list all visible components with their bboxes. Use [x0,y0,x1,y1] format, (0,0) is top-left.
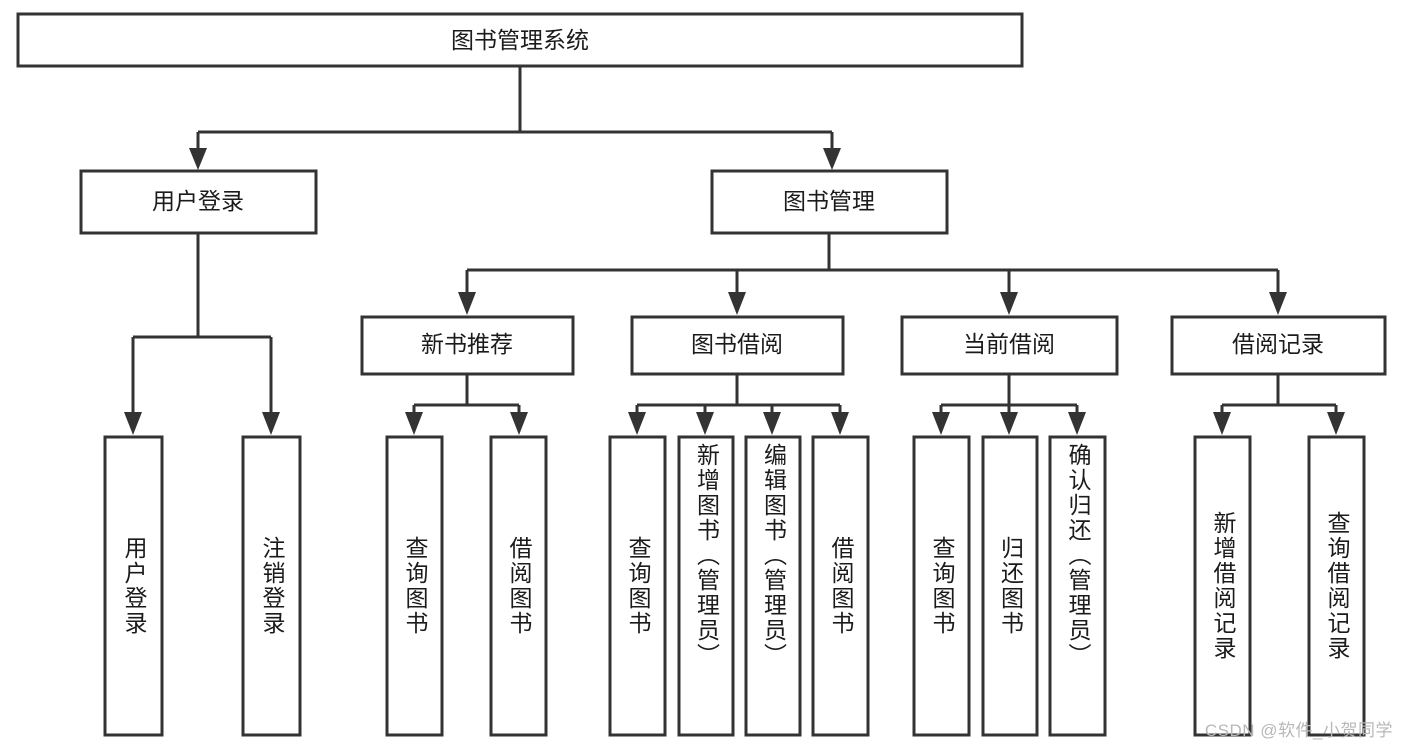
node-new-book-recommend-box[interactable] [360,315,575,376]
node-book-borrow[interactable]: 图书借阅 [630,315,845,376]
csdn-watermark: CSDN @软件_小贺同学 [1204,721,1393,740]
arrow-head-icon [1000,292,1018,315]
node-book-borrow-label: 图书借阅 [691,331,783,357]
arrow-head-icon [189,148,207,170]
node-leaf-query-book-2-box[interactable] [608,435,667,737]
node-root-box[interactable] [16,12,1024,68]
node-borrow-record-label: 借阅记录 [1232,331,1324,357]
arrow-head-icon [1000,412,1018,435]
node-book-management[interactable]: 图书管理 [710,169,949,235]
arrow-head-icon [1327,412,1345,435]
node-current-borrow-box[interactable] [900,315,1119,376]
connector-root-to-level2 [189,66,841,170]
node-current-borrow[interactable]: 当前借阅 [900,315,1119,376]
node-leaf-query-record-box[interactable] [1307,435,1366,737]
arrow-head-icon [823,148,841,170]
node-leaf-return-book-box[interactable] [981,435,1039,737]
arrow-head-icon [1213,412,1231,435]
connector-current-borrow-to-leaves [932,374,1086,435]
node-borrow-record[interactable]: 借阅记录 [1170,315,1387,376]
arrow-head-icon [1068,412,1086,435]
node-user-login-label: 用户登录 [152,188,244,214]
node-user-login[interactable]: 用户登录 [79,169,318,235]
connector-book-borrow-to-leaves [628,374,849,435]
arrow-head-icon [262,412,280,435]
arrow-head-icon [763,412,781,435]
node-leaf-add-record-box[interactable] [1193,435,1252,737]
node-leaf-query-book-1-box[interactable] [385,435,444,737]
node-root-label: 图书管理系统 [451,27,589,53]
node-leaf-borrow-book-2-box[interactable] [811,435,870,737]
connector-user-login-to-leaves [124,233,280,435]
connector-book-management-to-level3 [458,233,1287,315]
arrow-head-icon [628,412,646,435]
arrow-head-icon [831,412,849,435]
arrow-head-icon [405,412,423,435]
node-leaf-confirm-return-box[interactable] [1048,435,1107,737]
connector-borrow-record-to-leaves [1213,374,1345,435]
connector-new-book-recommend-to-leaves [405,374,528,435]
arrow-head-icon [932,412,950,435]
node-book-management-label: 图书管理 [783,188,875,214]
arrow-head-icon [458,292,476,315]
node-leaf-edit-book-box[interactable] [744,435,802,737]
arrow-head-icon [1269,292,1287,315]
arrow-head-icon [510,412,528,435]
arrow-head-icon [696,412,714,435]
arrow-head-icon [728,292,746,315]
node-new-book-recommend[interactable]: 新书推荐 [360,315,575,376]
node-leaf-logout-login-box[interactable] [241,435,302,737]
node-leaf-user-login-box[interactable] [103,435,164,737]
node-current-borrow-label: 当前借阅 [963,331,1055,357]
arrow-head-icon [124,412,142,435]
node-leaf-query-book-3-box[interactable] [912,435,971,737]
node-leaf-add-book-box[interactable] [677,435,735,737]
node-user-login-box[interactable] [79,169,318,235]
node-leaf-borrow-book-1-box[interactable] [489,435,548,737]
node-root[interactable]: 图书管理系统 [16,12,1024,68]
node-new-book-recommend-label: 新书推荐 [421,331,513,357]
